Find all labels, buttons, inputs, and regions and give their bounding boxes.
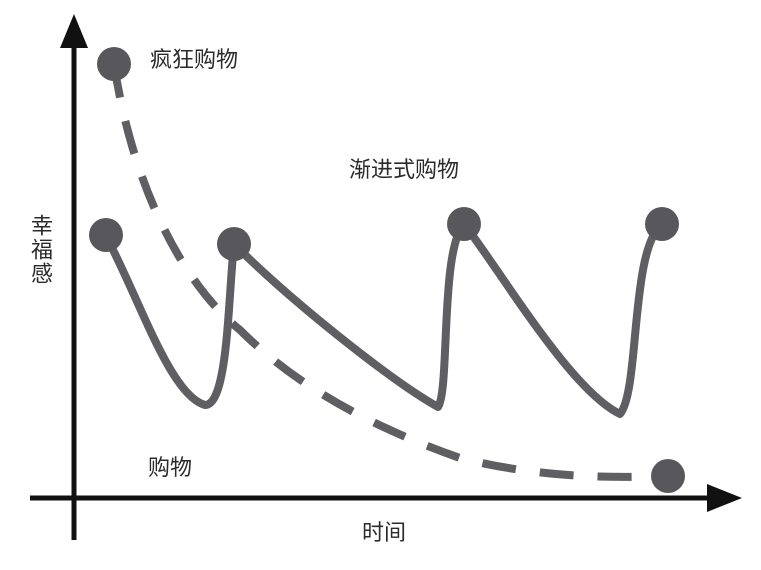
crazy-shopping-curve <box>110 63 669 481</box>
gradual-dot-1 <box>89 218 123 252</box>
crazy-end-dot <box>651 459 685 493</box>
gradual-dot-3 <box>447 207 481 241</box>
gradual-dot-2 <box>217 227 251 261</box>
x-axis-arrowhead <box>707 484 742 512</box>
gradual-dot-4 <box>645 207 679 241</box>
shopping-label: 购物 <box>148 456 193 481</box>
y-axis-arrowhead <box>60 14 88 48</box>
gradual-shopping-curve <box>102 220 666 418</box>
gradual-shopping-label: 渐进式购物 <box>349 158 460 183</box>
y-axis-label: 幸福感 <box>27 214 52 286</box>
x-axis-label: 时间 <box>362 521 407 546</box>
crazy-start-dot <box>97 47 131 81</box>
crazy-shopping-label: 疯狂购物 <box>150 48 239 73</box>
